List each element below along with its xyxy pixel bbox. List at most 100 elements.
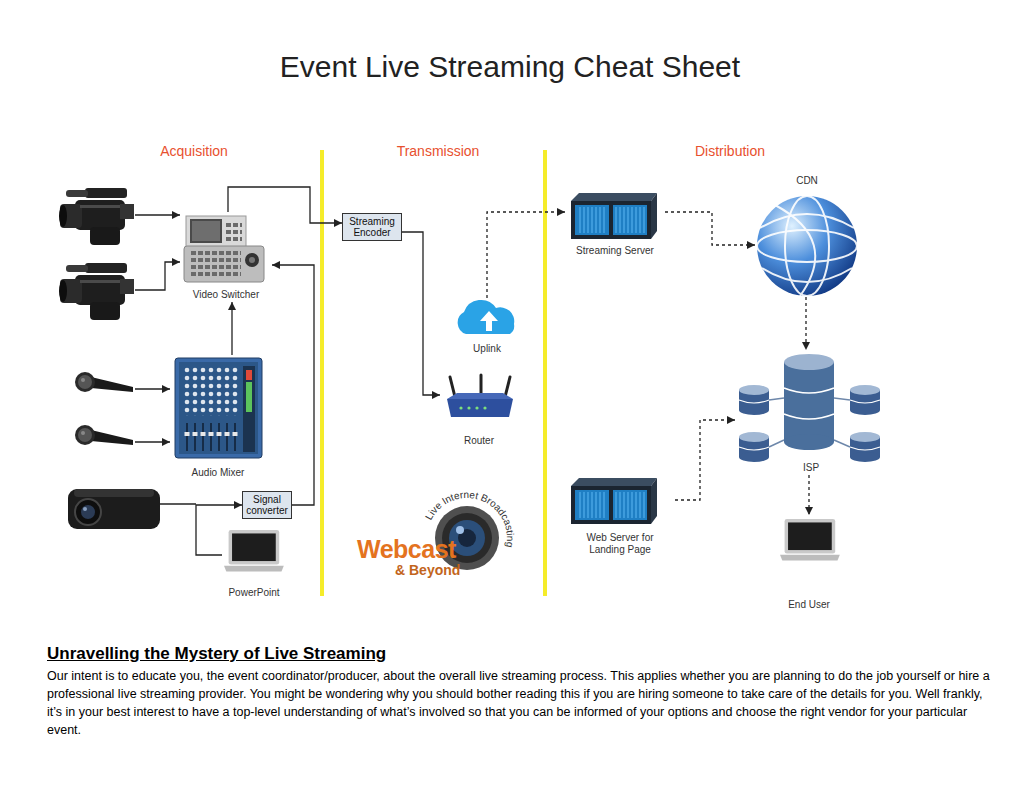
database-cluster-icon	[784, 434, 834, 450]
globe-icon	[757, 230, 857, 262]
wire	[135, 214, 180, 215]
projector-icon	[75, 499, 101, 525]
router-icon	[447, 393, 513, 399]
router-icon	[459, 406, 462, 409]
device: Streaming Server	[565, 190, 665, 258]
device: Web Server for Landing Page	[565, 477, 675, 557]
cloud-icon	[458, 300, 515, 334]
process-box: Signal converter	[242, 491, 292, 519]
video-switcher-icon	[192, 221, 220, 241]
projector-icon	[74, 489, 154, 497]
node-caption: Streaming Server	[576, 245, 654, 257]
node-caption: Video Switcher	[193, 289, 260, 301]
divider	[320, 150, 547, 596]
wire	[135, 388, 170, 389]
camcorder-icon	[59, 188, 134, 245]
connector	[402, 232, 440, 395]
device: End User	[778, 515, 840, 612]
connector	[228, 187, 342, 223]
database-cluster-icon	[769, 440, 784, 447]
audio-mixer-icon	[175, 358, 262, 458]
router-icon	[505, 377, 510, 397]
database-icon	[850, 385, 880, 415]
database-icon	[739, 385, 769, 415]
video-switcher-icon	[190, 219, 222, 243]
projector-icon	[68, 489, 160, 529]
audio-mixer-icon	[246, 370, 252, 380]
body-text: Our intent is to educate you, the event …	[47, 667, 995, 739]
database-cluster-icon	[834, 440, 850, 447]
cloud-icon	[480, 311, 498, 331]
device: PowerPoint	[222, 527, 286, 600]
projector-icon	[81, 505, 95, 519]
audio-mixer-icon	[243, 366, 255, 452]
video-switcher-icon	[249, 257, 255, 263]
audio-mixer-icon	[246, 382, 252, 412]
database-icon	[850, 432, 880, 462]
server-icon	[571, 478, 657, 524]
laptop-icon	[224, 530, 284, 571]
video-switcher-icon	[226, 221, 242, 241]
node-caption: Web Server for Landing Page	[578, 532, 662, 556]
router-icon	[483, 406, 486, 409]
connector	[231, 302, 232, 355]
laptop-icon	[780, 519, 840, 560]
connector	[805, 297, 806, 350]
database-cluster-icon	[834, 398, 850, 400]
video-switcher-icon	[245, 253, 259, 267]
database-cluster-icon	[784, 362, 834, 442]
video-switcher-icon	[189, 251, 241, 277]
connector	[196, 505, 242, 555]
node-caption: End User	[788, 599, 830, 611]
microphone-icon	[75, 372, 133, 392]
database-cluster-icon	[769, 398, 784, 400]
node-caption: Signal converter	[246, 494, 288, 516]
router-icon	[480, 375, 483, 393]
projector-icon	[83, 507, 87, 511]
device: Uplink	[447, 298, 527, 356]
page-title: Event Live Streaming Cheat Sheet	[0, 50, 1020, 84]
audio-mixer-icon	[179, 362, 258, 454]
node-caption: Router	[464, 435, 494, 447]
router-icon	[447, 399, 513, 417]
node-caption: CDN	[796, 175, 818, 187]
node-caption: ISP	[803, 462, 819, 474]
divider	[543, 150, 547, 596]
wire	[135, 441, 170, 442]
connector	[675, 420, 735, 500]
logo-text: Webcast	[357, 535, 456, 564]
router-icon	[447, 375, 513, 417]
section-heading: Unravelling the Mystery of Live Streamin…	[47, 644, 386, 664]
globe-icon	[760, 214, 854, 228]
video-switcher-icon	[184, 246, 264, 282]
router-icon	[467, 406, 470, 409]
globe-icon	[757, 196, 857, 296]
video-switcher-icon	[184, 216, 264, 282]
audio-mixer-icon	[175, 358, 262, 458]
globe-icon	[775, 205, 815, 296]
node-caption: Streaming Encoder	[346, 216, 398, 238]
divider	[320, 150, 324, 596]
device: Video Switcher	[180, 212, 272, 302]
node-caption: Audio Mixer	[192, 467, 245, 479]
database-icon	[739, 432, 769, 462]
audio-mixer-icon	[183, 366, 239, 416]
device: ISP	[735, 350, 887, 475]
router-icon	[475, 406, 478, 409]
connector	[487, 212, 565, 298]
node-caption: Uplink	[473, 343, 501, 355]
connector	[665, 212, 755, 245]
audio-mixer-icon	[183, 420, 239, 452]
globe-icon	[757, 196, 857, 296]
device: Audio Mixer	[170, 355, 266, 480]
section-header: Transmission	[397, 143, 480, 159]
device: Router	[440, 372, 518, 448]
database-cluster-icon	[784, 354, 834, 370]
section-header: Distribution	[695, 143, 765, 159]
connector	[272, 265, 314, 505]
logo-lens	[456, 526, 464, 534]
server-icon	[571, 193, 657, 239]
wire	[160, 503, 196, 504]
logo-text: & Beyond	[395, 562, 460, 578]
